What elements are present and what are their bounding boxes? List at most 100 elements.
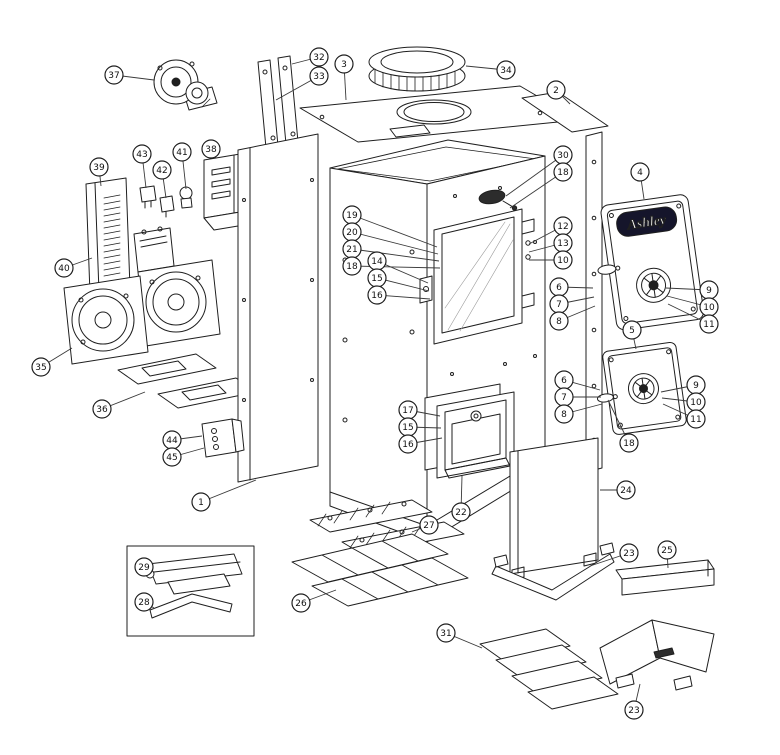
callout-number: 10	[557, 256, 569, 266]
callout-18: 18	[509, 162, 573, 209]
callout-circle	[367, 285, 387, 305]
callout-number: 27	[423, 521, 434, 531]
callout-number: 7	[556, 300, 562, 310]
callout-26: 26	[291, 589, 337, 613]
ash-door-assembly	[436, 391, 515, 479]
callout-number: 6	[561, 376, 567, 386]
callout-5: 5	[622, 320, 642, 350]
callout-3: 3	[334, 54, 354, 101]
callout-24: 24	[600, 480, 636, 500]
callout-number: 16	[402, 440, 414, 450]
callout-circle	[657, 540, 677, 560]
callout-32: 32	[291, 47, 329, 67]
callout-number: 42	[156, 166, 167, 176]
back-panel	[509, 437, 599, 581]
callout-8: 8	[549, 305, 596, 331]
brick-ramp	[479, 628, 619, 710]
callout-number: 18	[557, 168, 569, 178]
callout-number: 32	[313, 53, 324, 63]
callout-circle	[291, 593, 311, 613]
control-panel	[85, 177, 131, 295]
callout-23: 23	[589, 543, 639, 567]
callout-number: 43	[136, 150, 147, 160]
callout-circle	[436, 623, 456, 643]
callout-10: 10	[529, 250, 573, 270]
callout-number: 24	[620, 486, 632, 496]
top-panel	[299, 85, 579, 143]
callout-number: 18	[623, 439, 635, 449]
callout-41: 41	[172, 142, 192, 190]
callout-number: 25	[661, 546, 672, 556]
callout-number: 10	[690, 398, 702, 408]
callout-number: 26	[295, 599, 307, 609]
callout-circle	[553, 250, 573, 270]
callout-number: 31	[440, 629, 451, 639]
callout-37: 37	[104, 65, 155, 85]
lower-door	[596, 341, 687, 435]
callout-34: 34	[465, 60, 516, 80]
callout-circle	[134, 592, 154, 612]
callout-number: 30	[557, 151, 569, 161]
brand-logo-text: Ashley	[626, 213, 668, 234]
callout-number: 39	[93, 163, 105, 173]
callout-number: 8	[561, 410, 567, 420]
support-channel	[615, 559, 715, 596]
callout-number: 15	[371, 274, 382, 284]
callout-7: 7	[549, 294, 595, 314]
callout-23: 23	[624, 683, 644, 720]
callout-29: 29	[134, 557, 154, 577]
callout-circle	[92, 399, 112, 419]
callout-circle	[624, 700, 644, 720]
callout-circle	[31, 357, 51, 377]
callout-31: 31	[436, 623, 483, 649]
diagram-artwork: Ashley	[63, 46, 715, 710]
callout-number: 45	[166, 453, 177, 463]
callout-number: 23	[628, 706, 639, 716]
callout-16: 16	[398, 434, 443, 454]
callout-circle	[172, 142, 192, 162]
junction-bracket	[201, 418, 245, 458]
callout-number: 20	[346, 228, 358, 238]
callout-number: 9	[693, 381, 699, 391]
callout-number: 21	[346, 245, 357, 255]
callout-number: 8	[556, 317, 562, 327]
callout-40: 40	[54, 257, 93, 278]
callout-number: 11	[703, 320, 714, 330]
callout-30: 30	[505, 145, 573, 197]
callout-number: 22	[455, 508, 466, 518]
brand-logo-badge	[616, 206, 678, 237]
callout-circle	[309, 66, 329, 86]
callout-number: 7	[561, 393, 567, 403]
damper-assembly	[145, 553, 243, 595]
callout-42: 42	[152, 160, 172, 199]
callout-number: 14	[371, 257, 383, 267]
firebricks	[291, 533, 469, 607]
callout-number: 4	[637, 168, 643, 178]
callout-number: 29	[138, 563, 150, 573]
transformer	[133, 226, 175, 273]
callout-circle	[191, 492, 211, 512]
callout-number: 5	[629, 326, 635, 336]
callout-35: 35	[31, 347, 73, 377]
callout-circle	[619, 543, 639, 563]
loading-door-opening	[419, 208, 535, 345]
callout-circle	[398, 434, 418, 454]
upper-door: Ashley	[597, 194, 705, 331]
blower-assembly	[63, 259, 221, 365]
callout-22: 22	[451, 475, 471, 522]
callout-number: 23	[623, 549, 634, 559]
callout-number: 6	[556, 283, 562, 293]
callout-number: 3	[341, 60, 347, 70]
callout-18: 18	[607, 399, 639, 453]
callout-circle	[201, 139, 221, 159]
callout-circle	[496, 60, 516, 80]
callout-number: 15	[402, 423, 413, 433]
callout-circle	[104, 65, 124, 85]
callout-circle	[616, 480, 636, 500]
damper-bracket	[149, 593, 233, 619]
callout-18: 18	[342, 256, 441, 276]
callout-circle	[419, 515, 439, 535]
callout-circle	[699, 314, 719, 334]
blower-motor	[153, 59, 218, 111]
